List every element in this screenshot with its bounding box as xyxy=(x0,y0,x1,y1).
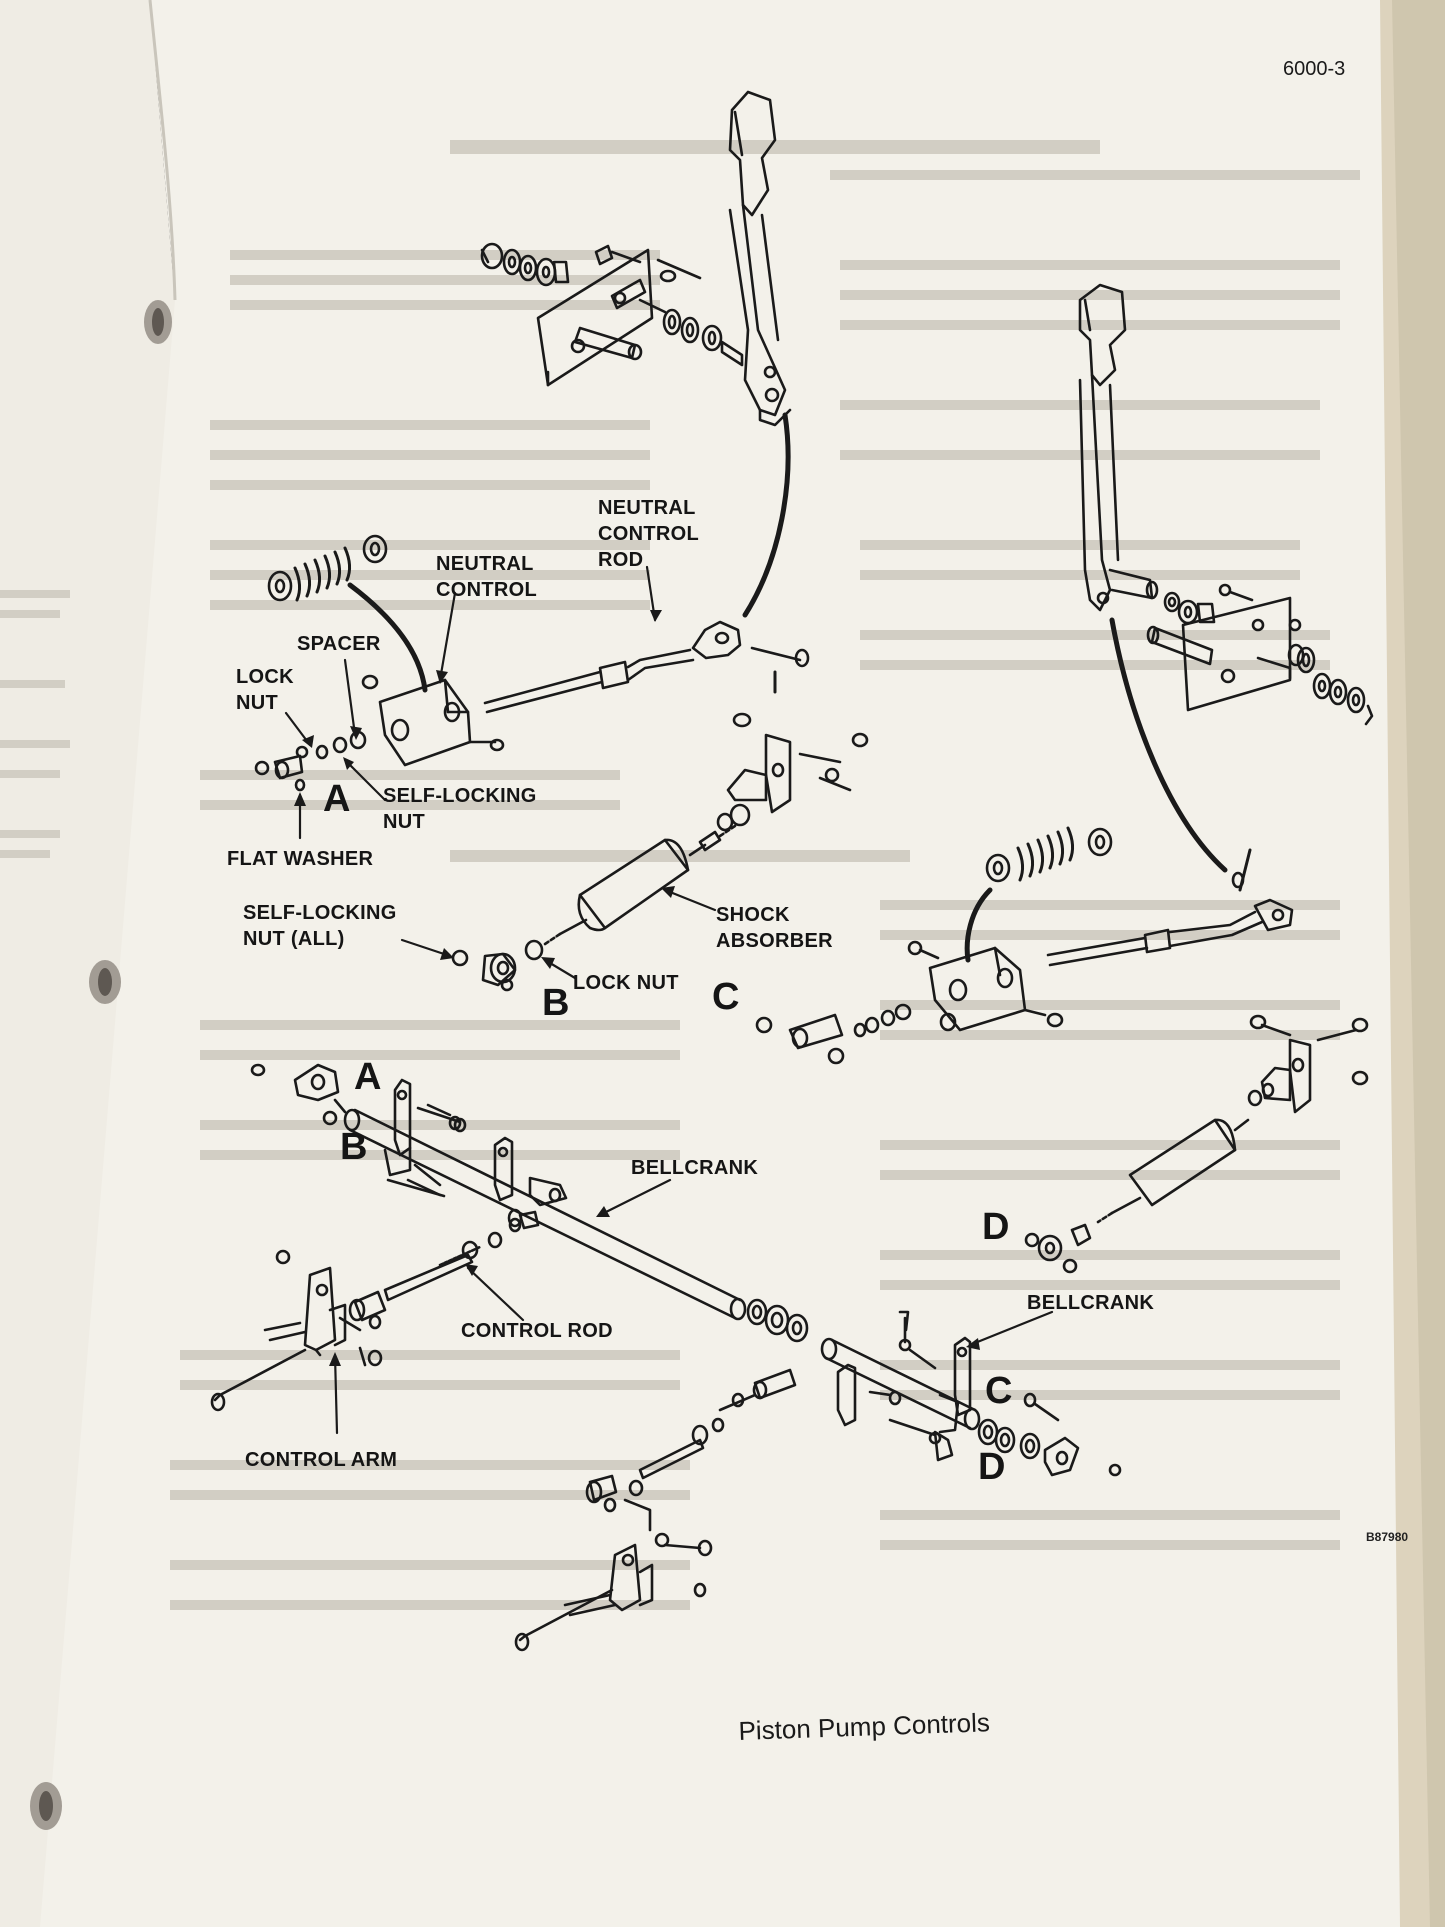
reference-letter-d-bellcrank: D xyxy=(978,1446,1006,1488)
callout-arrowheads xyxy=(294,610,980,1366)
shock-absorber-upper xyxy=(451,824,737,992)
label-lock-nut: LOCK NUT xyxy=(573,972,679,994)
label-self-locking-nut-all: SELF-LOCKING NUT (ALL) xyxy=(243,902,397,950)
label-neutral-control: NEUTRAL CONTROL xyxy=(436,553,537,601)
reference-letter-b-bellcrank: B xyxy=(340,1126,368,1168)
label-flat-washer: FLAT WASHER xyxy=(227,848,374,870)
bellcrank-shaft-end-washers xyxy=(507,1208,809,1343)
figure-id: B87980 xyxy=(1366,1530,1409,1544)
label-lock-nut-top: LOCK NUT xyxy=(236,666,294,714)
right-pivot-bracket xyxy=(1146,583,1374,726)
reference-letter-a: A xyxy=(323,778,351,820)
reference-letter-b: B xyxy=(542,982,570,1024)
control-rod xyxy=(348,1217,522,1330)
neutral-spring-assembly-right xyxy=(755,826,1113,1065)
left-pivot-washers xyxy=(480,242,744,367)
label-spacer: SPACER xyxy=(297,633,381,655)
binder-ring-bottom xyxy=(30,1782,62,1830)
neutral-control-bracket-left xyxy=(361,674,505,767)
binder-ring-top xyxy=(144,300,172,344)
label-control-arm: CONTROL ARM xyxy=(245,1449,398,1471)
label-self-locking-nut: SELF-LOCKING NUT xyxy=(383,785,537,833)
neutral-spring-assembly-left xyxy=(267,534,428,693)
right-lever-cable xyxy=(1109,617,1228,873)
reference-letter-c-bellcrank: C xyxy=(985,1370,1013,1412)
label-bellcrank-right: BELLCRANK xyxy=(1027,1292,1155,1314)
bellcrank-right xyxy=(820,1310,1122,1477)
shock-upper-bracket xyxy=(716,712,869,832)
page-number: 6000-3 xyxy=(1283,58,1346,80)
right-page xyxy=(40,0,1400,1927)
reference-letter-a-bellcrank: A xyxy=(354,1056,382,1098)
label-control-rod: CONTROL ROD xyxy=(461,1320,613,1342)
left-pivot-bracket xyxy=(536,244,702,387)
left-lever-cable xyxy=(742,412,791,618)
shock-absorber-lower xyxy=(1024,1014,1369,1274)
control-arm-upper xyxy=(210,1249,383,1412)
bellcrank-a-mount xyxy=(250,1063,462,1198)
lock-nut-spacer-stack xyxy=(254,730,367,792)
neutral-control-rod xyxy=(483,620,810,714)
label-shock-absorber: SHOCK ABSORBER xyxy=(716,904,833,952)
bellcrank-left xyxy=(343,1078,747,1321)
right-control-lever xyxy=(1078,283,1159,612)
reference-letter-d: D xyxy=(982,1206,1010,1248)
binder-ring-middle xyxy=(89,960,121,1004)
right-neutral-control-rod xyxy=(1046,848,1294,967)
label-neutral-control-rod: NEUTRAL CONTROL ROD xyxy=(598,497,699,571)
label-bellcrank-left: BELLCRANK xyxy=(631,1157,759,1179)
lower-control-linkage xyxy=(514,1368,797,1652)
reference-letter-c: C xyxy=(712,976,740,1018)
left-control-lever xyxy=(728,90,792,427)
